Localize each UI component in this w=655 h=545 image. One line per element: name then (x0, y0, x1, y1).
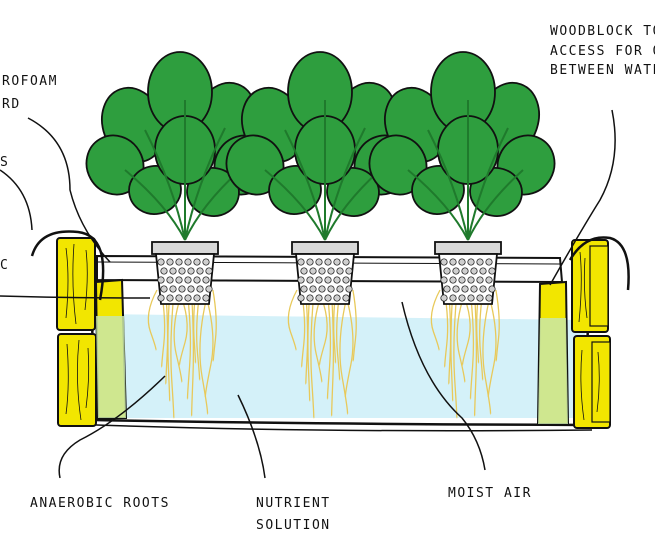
label-moist-air: MOIST AIR (448, 486, 532, 501)
label-styrofoam-line2: RD (2, 97, 21, 112)
label-left-c: C (0, 258, 9, 273)
label-nutrient-line2: SOLUTION (256, 518, 331, 533)
label-left-s: S (0, 155, 9, 170)
plant-1-net-pot (152, 242, 218, 304)
label-nutrient-line1: NUTRIENT (256, 496, 331, 511)
plant-3-net-pot (435, 242, 501, 304)
left-wood-stack (57, 238, 96, 426)
leader-left-s (0, 170, 32, 230)
label-woodblock-line2: ACCESS FOR O (550, 44, 655, 59)
label-styrofoam-line1: ROFOAM (2, 74, 58, 89)
label-anaerobic-roots: ANAEROBIC ROOTS (30, 496, 170, 511)
plant-3-leaves (359, 52, 565, 240)
label-woodblock-line3: BETWEEN WATE (550, 63, 655, 78)
label-woodblock-line1: WOODBLOCK TO E (550, 24, 655, 39)
plant-2-net-pot (292, 242, 358, 304)
